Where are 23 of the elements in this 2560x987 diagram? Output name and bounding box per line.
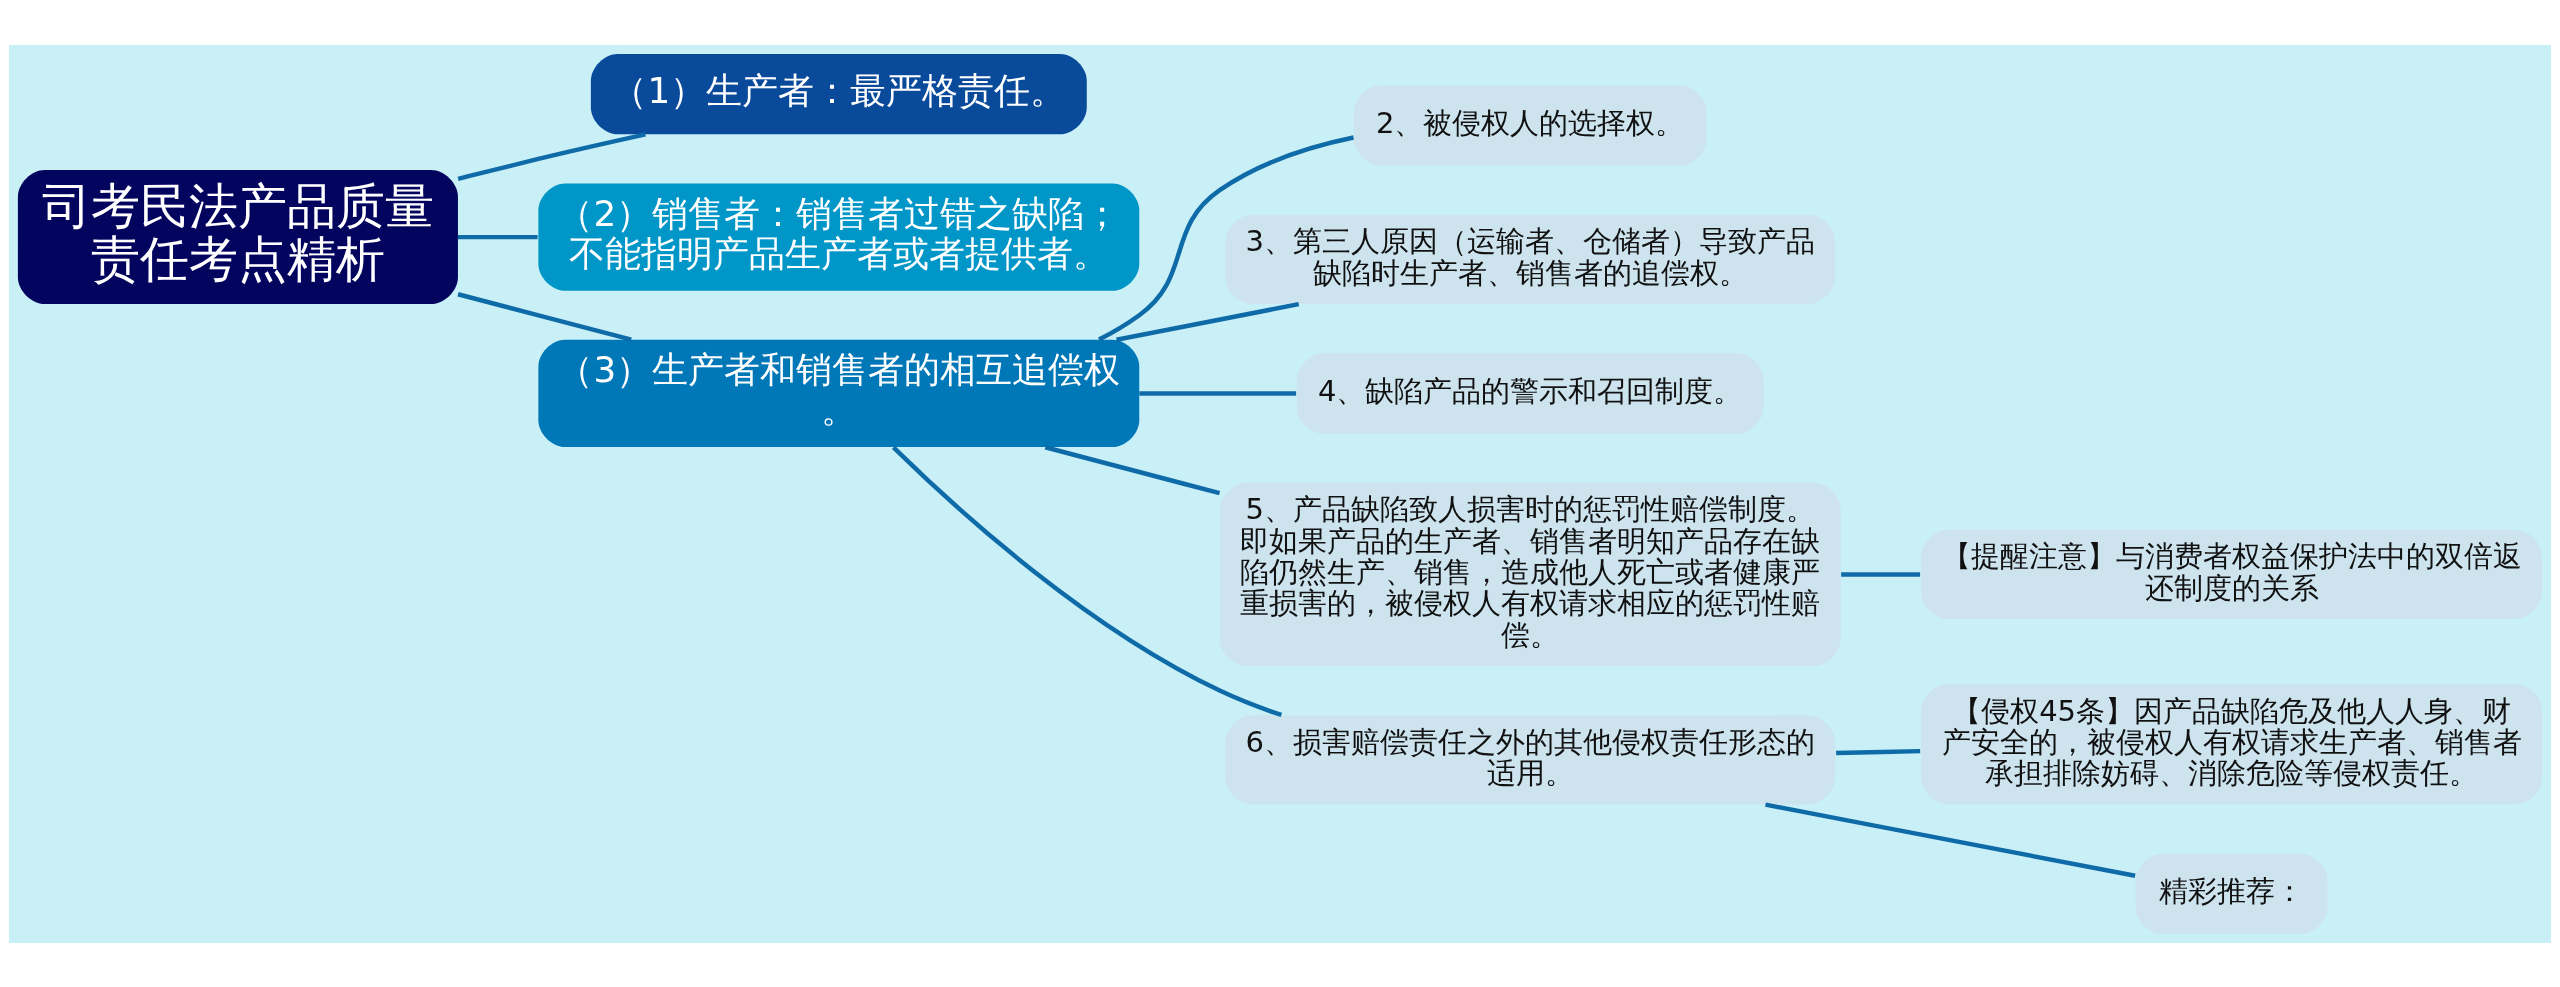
connector [1116, 301, 1300, 342]
node-box: （3）生产者和销售者的相互追偿权。 [538, 339, 1140, 447]
node-box: 【侵权45条】因产品缺陷危及他人人身、财产安全的，被侵权人有权请求生产者、销售者承担排除妨碍、消除危险等侵权责任。 [1921, 683, 2543, 804]
connector [1098, 134, 1354, 342]
connector [891, 445, 1283, 717]
connector [457, 131, 646, 181]
node-box: 3、第三人原因（运输者、仓储者）导致产品缺陷时生产者、销售者的追偿权。 [1225, 214, 1836, 304]
node-box: 5、产品缺陷致人损害时的惩罚性赔偿制度。即如果产品的生产者、销售者明知产品存在缺陷仍然生产、销售，造成他人死亡或者健康严重损害的，被侵权人有权请求相应的惩罚性赔偿。 [1219, 482, 1841, 666]
connector [1139, 390, 1297, 396]
node-box: （1）生产者：最严格责任。 [590, 53, 1087, 134]
node-box: 精彩推荐： [2135, 853, 2328, 934]
node-box: 6、损害赔偿责任之外的其他侵权责任形态的适用。 [1225, 714, 1836, 804]
node-box: 4、缺陷产品的警示和召回制度。 [1296, 352, 1764, 434]
node-box: 2、被侵权人的选择权。 [1353, 84, 1707, 166]
connector [1765, 801, 2136, 878]
connector [1044, 444, 1221, 495]
node-box: 司考民法产品质量责任考点精析 [17, 169, 458, 304]
connector [1836, 748, 1921, 755]
connector [458, 234, 538, 239]
node-box: （2）销售者：销售者过错之缺陷；不能指明产品生产者或者提供者。 [538, 183, 1140, 291]
connector [457, 291, 632, 342]
node-box: 【提醒注意】与消费者权益保护法中的双倍返还制度的关系 [1921, 529, 2543, 619]
connector [1841, 571, 1921, 577]
